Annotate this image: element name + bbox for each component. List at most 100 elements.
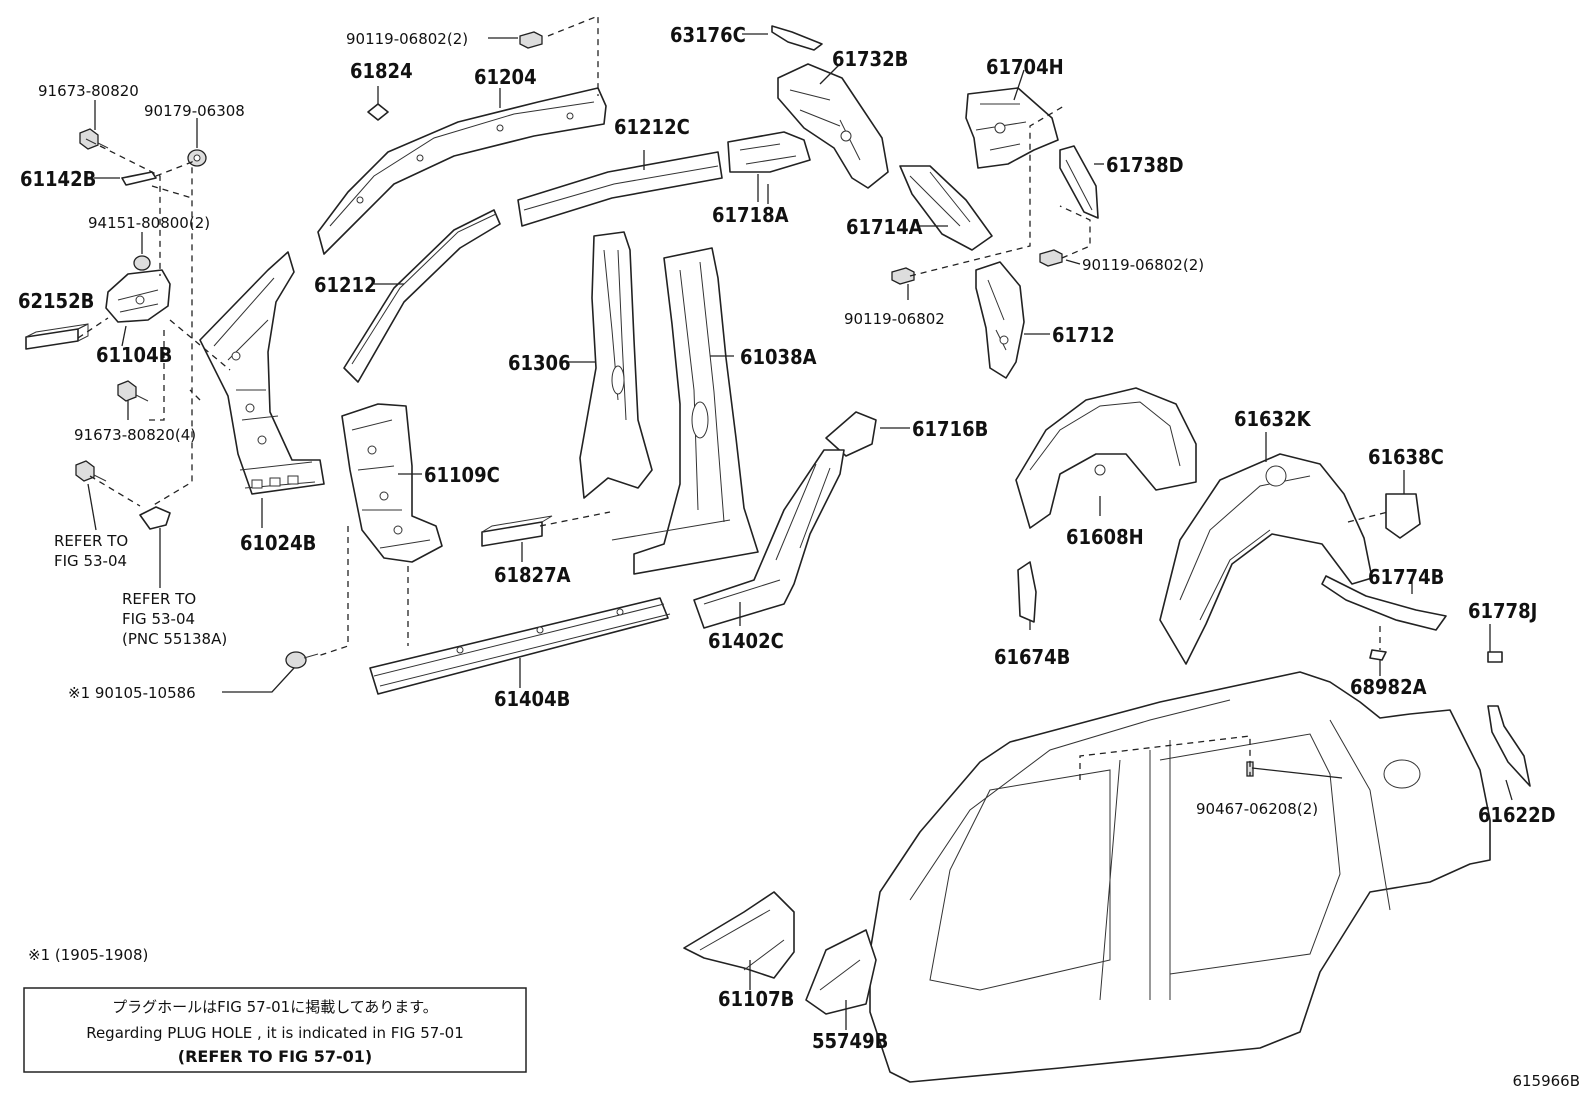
label-61824: 61824 [350, 59, 413, 83]
label-61638C: 61638C [1368, 445, 1444, 469]
bolt-91673-80820-4 [117, 380, 149, 402]
bracket-61738D [1059, 145, 1099, 219]
bracket-63176C [771, 25, 823, 51]
label-61104B: 61104B [96, 343, 172, 367]
bolt-90119-06802-top [519, 31, 543, 49]
pillar-61038A [611, 247, 759, 575]
leader-lines [87, 33, 1513, 1030]
label-61712: 61712 [1052, 323, 1115, 347]
label-61608H: 61608H [1066, 525, 1144, 549]
pillar-61712 [975, 261, 1025, 379]
label-61402C: 61402C [708, 629, 784, 653]
dashed-guides [77, 15, 1389, 780]
label-90119-06802: 90119-06802 [844, 310, 945, 328]
label-refer-a2: FIG 53-04 [54, 552, 127, 570]
diagram-id: 615966B [1512, 1072, 1580, 1090]
nut-90179-06308 [187, 149, 207, 167]
panel-61714A [899, 165, 993, 251]
label-62152B: 62152B [18, 289, 94, 313]
label-90119-06802-2-right: 90119-06802(2) [1082, 256, 1204, 274]
bracket-61774B [1321, 575, 1447, 631]
body-side-outer-panel [869, 671, 1491, 1083]
label-61738D: 61738D [1106, 153, 1184, 177]
bolt-refer-fig-53-04 [75, 460, 107, 482]
label-61632K: 61632K [1234, 407, 1312, 431]
pillar-61402C [693, 449, 845, 629]
label-61204: 61204 [474, 65, 537, 89]
label-90467-06208-2: 90467-06208(2) [1196, 800, 1318, 818]
label-refer-a1: REFER TO [54, 532, 128, 550]
clip-68982A [1369, 649, 1387, 661]
pin-90467-06208 [1246, 761, 1254, 777]
bracket-61107B [683, 891, 795, 979]
label-61622D: 61622D [1478, 803, 1556, 827]
label-61714A: 61714A [846, 215, 923, 239]
notice-line-ref: (REFER TO FIG 57-01) [178, 1047, 372, 1066]
wheelhouse-61632K [1159, 453, 1373, 665]
rail-61204 [317, 87, 607, 255]
notice-box: プラグホールはFIG 57-01に掲載してあります。 Regarding PLU… [23, 987, 527, 1073]
label-61716B: 61716B [912, 417, 988, 441]
pillar-61109C [341, 403, 443, 563]
notice-line-jp: プラグホールはFIG 57-01に掲載してあります。 [112, 998, 438, 1016]
label-61212: 61212 [314, 273, 377, 297]
label-61732B: 61732B [832, 47, 908, 71]
label-61109C: 61109C [424, 463, 500, 487]
bracket-61718A [727, 131, 811, 173]
bracket-61104B [105, 269, 171, 323]
label-refer-b3: (PNC 55138A) [122, 630, 227, 648]
pad-62152B [25, 323, 89, 350]
panel-61732B [777, 63, 889, 189]
label-61107B: 61107B [718, 987, 794, 1011]
bracket-61674B [1017, 561, 1037, 623]
clip-pnc-55138A [139, 506, 171, 530]
label-refer-b2: FIG 53-04 [122, 610, 195, 628]
label-91673-80820-4: 91673-80820(4) [74, 426, 196, 444]
label-94151-80800-2: 94151-80800(2) [88, 214, 210, 232]
label-61404B: 61404B [494, 687, 570, 711]
bracket-61622D [1487, 705, 1531, 787]
plate-61142B [121, 171, 157, 186]
label-61778J: 61778J [1468, 599, 1537, 623]
clip-61778J [1487, 651, 1503, 663]
label-68982A: 68982A [1350, 675, 1427, 699]
label-91673-80820: 91673-80820 [38, 82, 139, 100]
panel-61704H [965, 87, 1059, 169]
bracket-55749B [805, 929, 877, 1015]
label-90119-06802-2-top: 90119-06802(2) [346, 30, 468, 48]
label-61038A: 61038A [740, 345, 817, 369]
label-61306: 61306 [508, 351, 571, 375]
pillar-61306 [579, 231, 653, 499]
label-61827A: 61827A [494, 563, 571, 587]
label-90179-06308: 90179-06308 [144, 102, 245, 120]
label-55749B: 55749B [812, 1029, 888, 1053]
label-61774B: 61774B [1368, 565, 1444, 589]
pillar-61024B [199, 251, 325, 495]
nut-94151-80800 [133, 255, 151, 271]
label-61704H: 61704H [986, 55, 1064, 79]
label-61674B: 61674B [994, 645, 1070, 669]
bracket-61638C [1385, 493, 1421, 539]
label-90105-10586: ※1 90105-10586 [68, 684, 196, 702]
part-labels: 90119-06802(2) 61824 61204 91673-80820 9… [18, 23, 1556, 1053]
bolt-90105-10586 [285, 651, 319, 669]
bolt-90119-06802-right [1039, 249, 1063, 267]
label-refer-b1: REFER TO [122, 590, 196, 608]
label-63176C: 63176C [670, 23, 746, 47]
label-61718A: 61718A [712, 203, 789, 227]
rocker-61404B [369, 597, 671, 695]
bolt-90119-06802 [891, 267, 915, 285]
wheelhouse-61608H [1015, 387, 1197, 529]
notice-line-en: Regarding PLUG HOLE , it is indicated in… [86, 1024, 464, 1042]
rail-61212C [517, 151, 723, 227]
label-61212C: 61212C [614, 115, 690, 139]
tag-61824 [367, 103, 389, 121]
label-61024B: 61024B [240, 531, 316, 555]
footnote: ※1 (1905-1908) [28, 946, 148, 964]
label-61142B: 61142B [20, 167, 96, 191]
pillar-61212 [343, 209, 501, 383]
pad-61827A [481, 515, 553, 547]
bolt-91673-80820 [79, 128, 109, 150]
